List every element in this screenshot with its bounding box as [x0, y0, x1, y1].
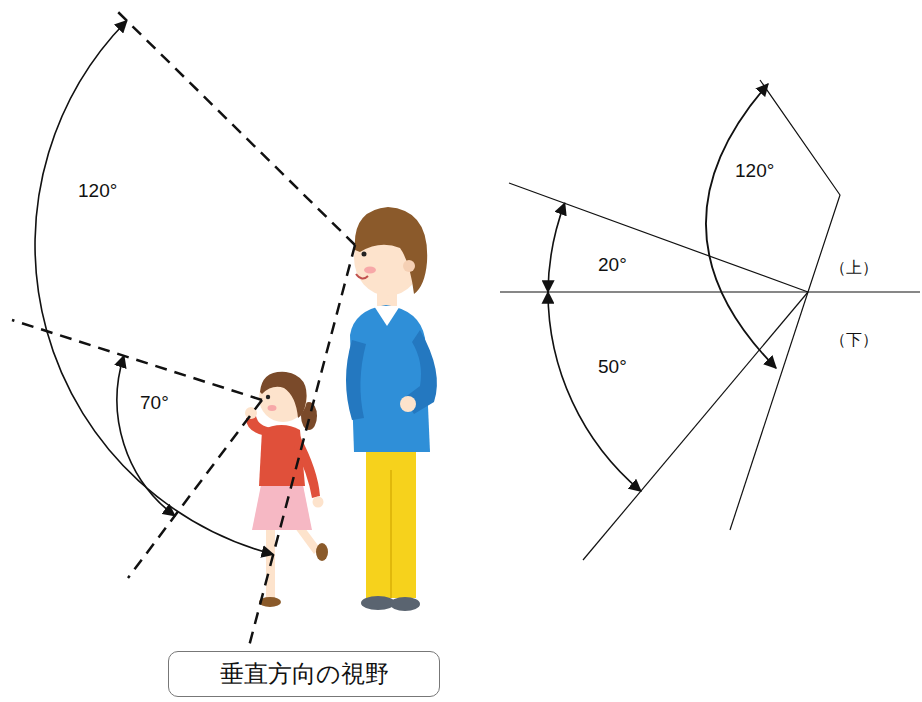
adult-eye	[362, 252, 367, 257]
adult-shoe	[361, 596, 395, 610]
adult-hair	[355, 207, 427, 294]
angle-value: 20°	[598, 254, 627, 277]
child-arm	[294, 436, 320, 498]
child-upper-sightline	[12, 320, 262, 400]
adult-mouth	[356, 274, 368, 279]
caption-box: 垂直方向の視野	[168, 651, 440, 697]
child-blush	[268, 405, 277, 411]
adult-lower-sightline	[248, 245, 355, 650]
lower-limit-line	[583, 292, 808, 560]
angle-value: 120°	[735, 160, 774, 183]
child-eye	[266, 395, 270, 399]
child-hair	[260, 372, 307, 418]
adult-shoe	[390, 597, 420, 611]
direction-label: （上）	[830, 258, 878, 277]
upper-limit-line	[509, 183, 808, 292]
adult-pants	[366, 440, 416, 598]
horizontal-line	[500, 291, 920, 292]
child-arm	[246, 416, 272, 436]
adult-hand	[400, 396, 416, 412]
angle-arc	[548, 203, 565, 292]
angle-arc	[35, 21, 273, 555]
adult-figure	[346, 207, 437, 611]
caption-text: 垂直方向の視野	[220, 659, 389, 689]
adult-shirt	[350, 305, 430, 452]
angle-arc	[117, 356, 175, 516]
angle-lines	[500, 80, 920, 560]
angle-arc	[706, 84, 776, 368]
field-of-view-lines	[12, 12, 355, 650]
adult-ear	[403, 260, 415, 272]
angle-value: 120°	[78, 180, 117, 203]
child-hand	[313, 497, 324, 508]
angle-value: 50°	[598, 356, 627, 379]
head-outline-line	[760, 80, 840, 292]
angle-arc	[548, 292, 641, 491]
pants-seam	[390, 470, 392, 598]
angle-value: 70°	[140, 392, 169, 415]
adult-collar	[374, 306, 400, 326]
adult-arm	[346, 340, 366, 420]
adult-blush	[364, 267, 376, 274]
direction-label: （下）	[830, 330, 878, 349]
adult-upper-sightline	[118, 12, 355, 245]
child-shoe	[316, 543, 328, 561]
